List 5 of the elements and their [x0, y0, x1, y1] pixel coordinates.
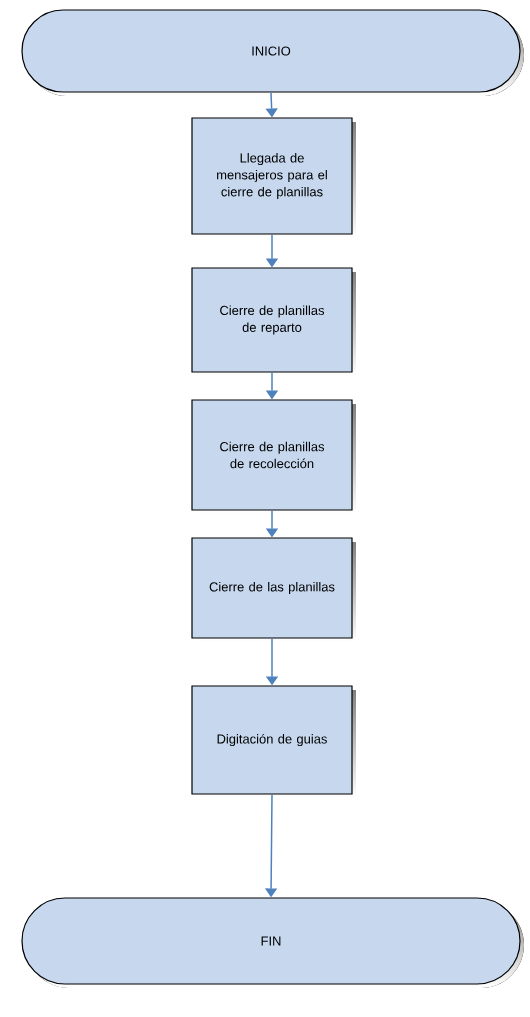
process-box: Llegada de mensajeros para el cierre de planillas	[191, 117, 356, 238]
process-box: Cierre de las planillas	[191, 537, 356, 642]
process-box: Cierre de planillas de recolección	[191, 399, 356, 514]
process-box: Cierre de planillas de reparto	[191, 267, 356, 376]
process-box: Digitación de guias	[191, 685, 356, 798]
